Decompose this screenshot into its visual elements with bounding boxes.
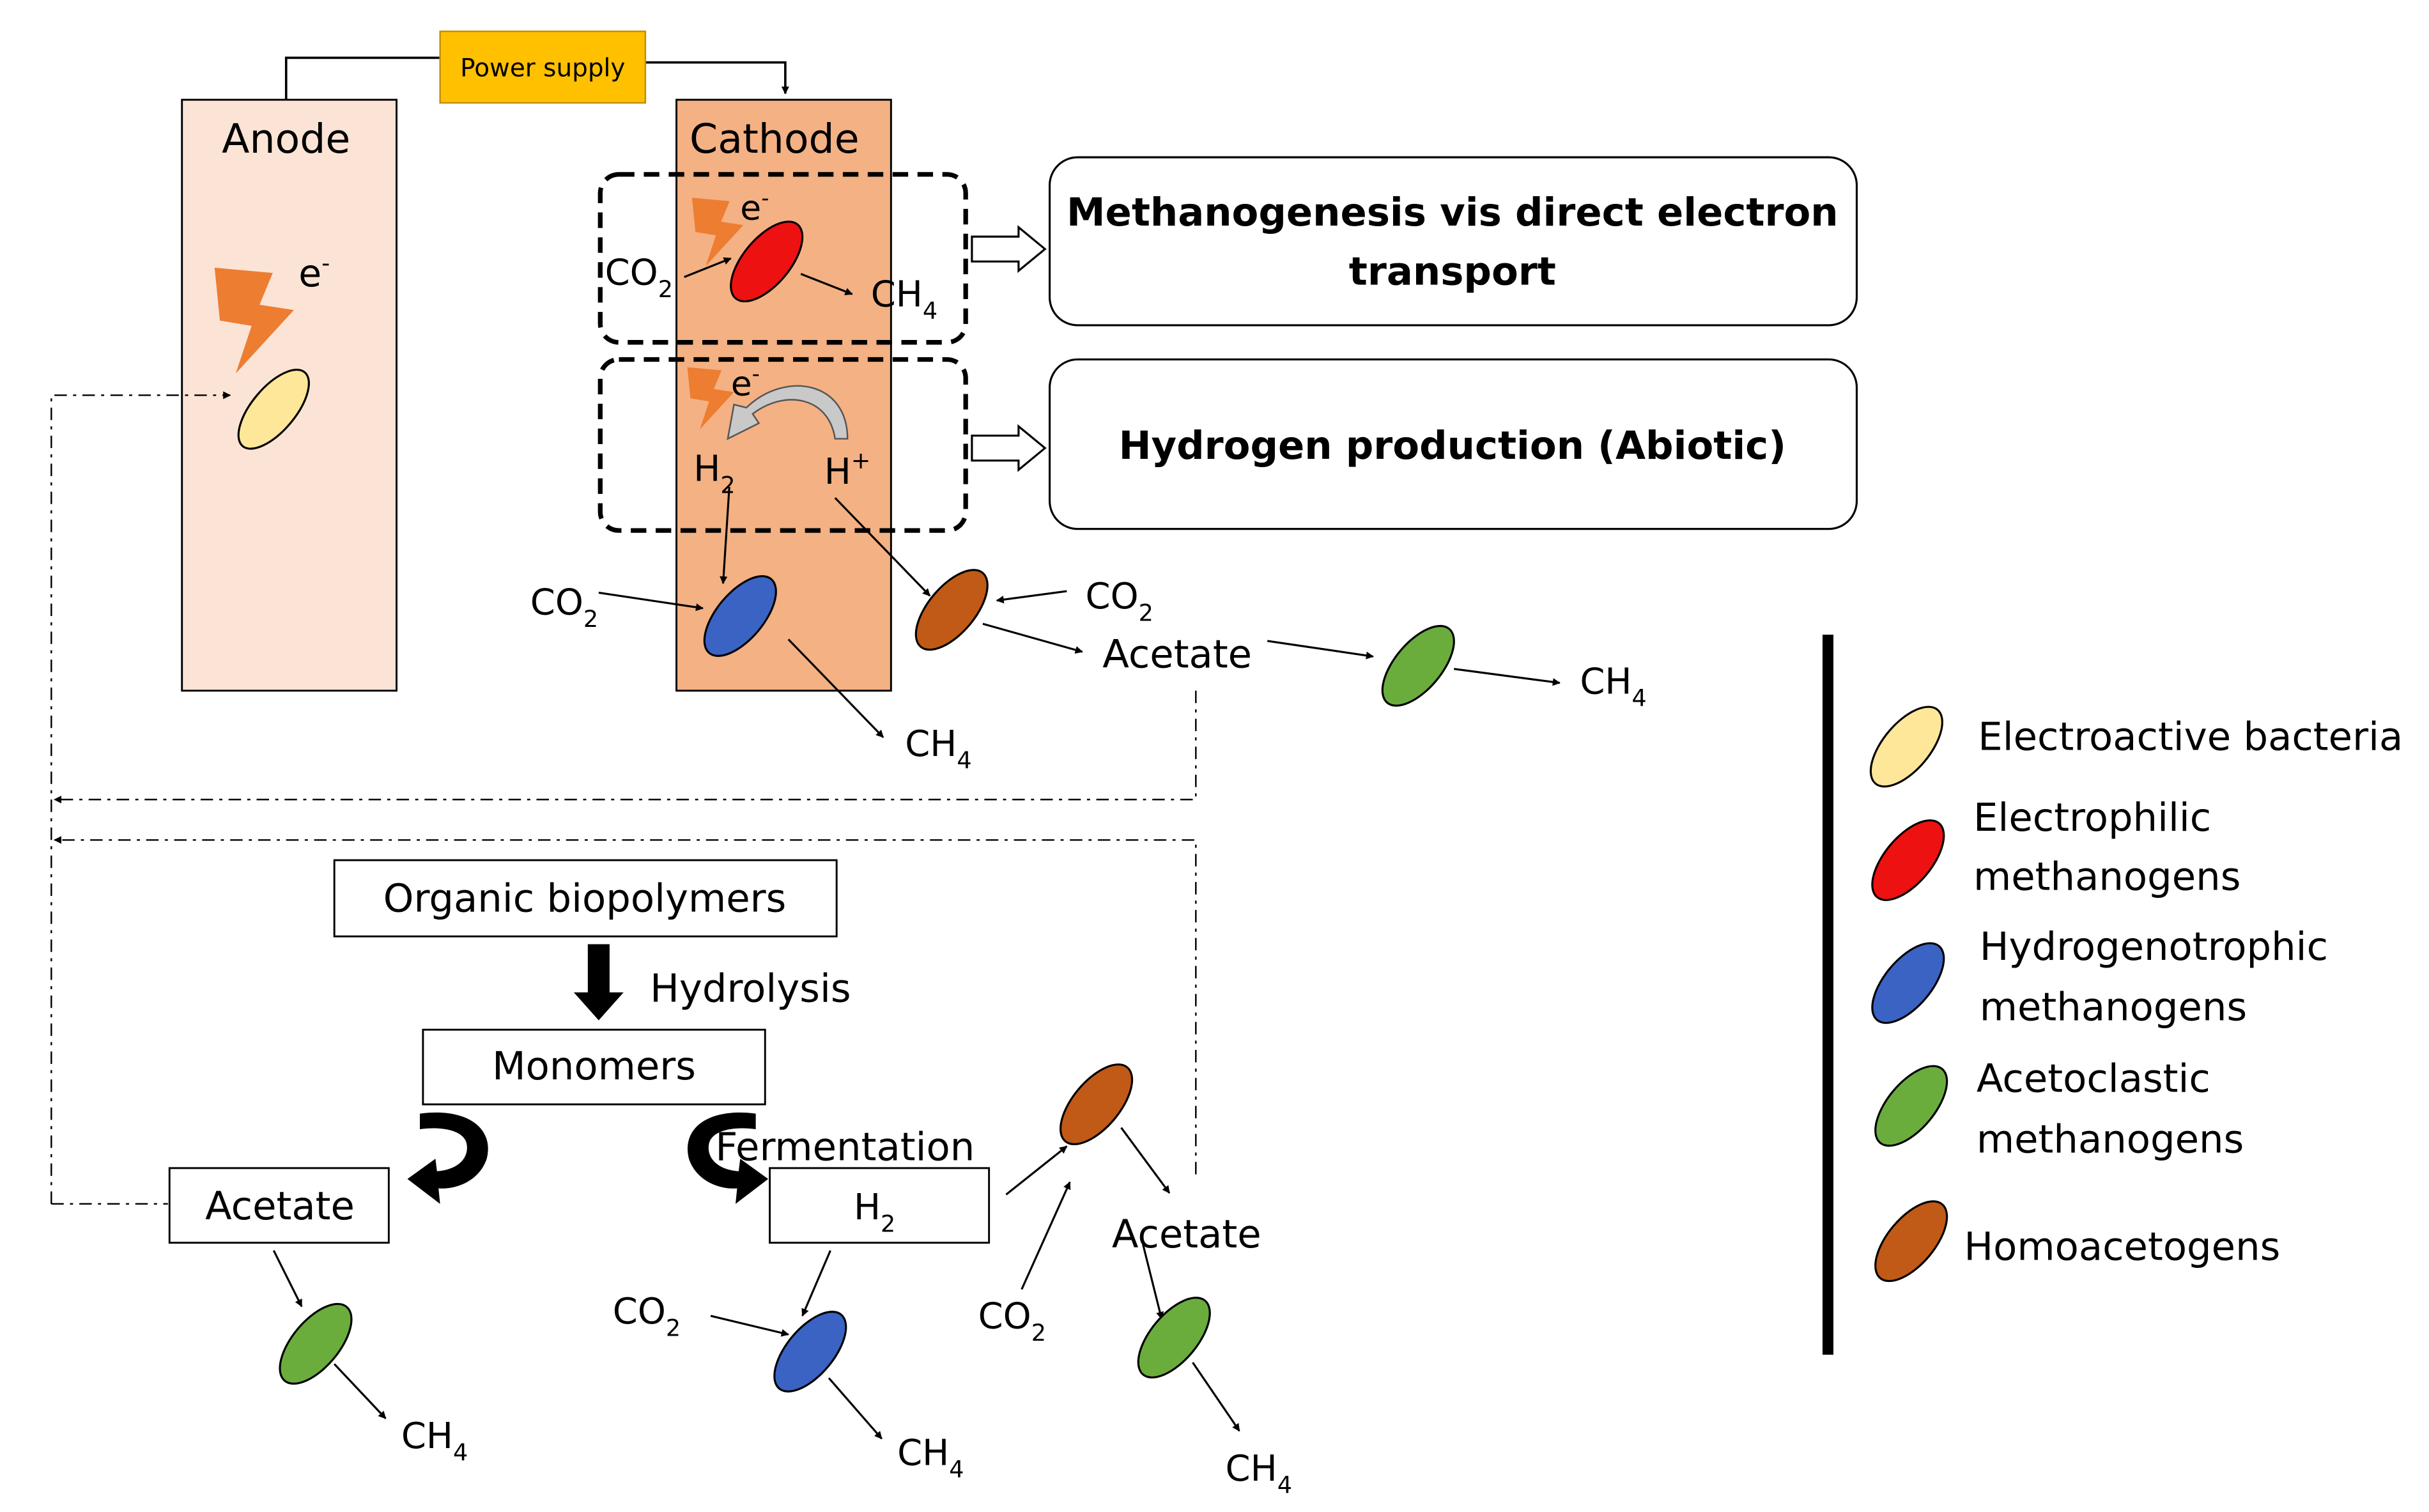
hollow-arrow-icon bbox=[971, 225, 1047, 274]
electron-label: e- bbox=[731, 362, 760, 404]
hydrogen-production-module: e- H2 H+ Hydrogen production (Abiotic) bbox=[598, 357, 1858, 533]
anode-electron: e- bbox=[298, 249, 330, 295]
power-supply-label: Power supply bbox=[460, 54, 625, 83]
svg-text:Electroactive bacteria: Electroactive bacteria bbox=[1978, 714, 2403, 759]
legend-item-electrophilic: Electrophilic methanogens bbox=[1871, 796, 2240, 901]
ch4-label: CH4 bbox=[1580, 661, 1646, 712]
h2-label: H2 bbox=[854, 1187, 895, 1237]
ch4-label: CH4 bbox=[905, 723, 971, 774]
acetate-label: Acetate bbox=[205, 1184, 355, 1229]
acetoclastic-methanogen-cell bbox=[1381, 624, 1455, 707]
homoacetogen-cell bbox=[914, 569, 989, 651]
ch4-label: CH4 bbox=[897, 1433, 964, 1483]
direct-electron-caption-line2: transport bbox=[1349, 250, 1556, 295]
svg-text:methanogens: methanogens bbox=[1980, 985, 2247, 1030]
recycle-lines bbox=[50, 391, 1197, 1205]
hydrogen-production-caption: Hydrogen production (Abiotic) bbox=[1119, 424, 1786, 468]
legend-item-electroactive: Electroactive bacteria bbox=[1869, 706, 2403, 788]
acetate-label: Acetate bbox=[1102, 632, 1252, 677]
cathode-lower-reactions: CO2 CH4 CO2 Acetate CH4 bbox=[530, 486, 1647, 774]
co2-label: CO2 bbox=[530, 582, 598, 633]
legend-item-homoacetogens: Homoacetogens bbox=[1874, 1200, 2280, 1283]
direct-electron-module: e- CO2 CH4 Methanogenesis vis direct ele… bbox=[598, 156, 1858, 345]
anode-electrode: Anode e- bbox=[181, 98, 397, 692]
down-arrow-icon bbox=[573, 944, 624, 1021]
power-supply-box bbox=[439, 30, 647, 104]
digestion-pathway: Organic biopolymers Hydrolysis Monomers … bbox=[168, 859, 1292, 1499]
hollow-arrow-icon bbox=[971, 424, 1047, 472]
ch4-label: CH4 bbox=[1226, 1448, 1292, 1499]
hydrogenotrophic-methanogen-cell bbox=[703, 575, 777, 657]
hydrolysis-label: Hydrolysis bbox=[650, 966, 851, 1011]
svg-text:methanogens: methanogens bbox=[1973, 854, 2240, 899]
svg-text:methanogens: methanogens bbox=[1977, 1118, 2244, 1162]
acetoclastic-methanogen-cell bbox=[1137, 1297, 1211, 1379]
monomers-label: Monomers bbox=[492, 1044, 696, 1089]
legend: Electroactive bacteria Electrophilic met… bbox=[1822, 635, 2403, 1355]
curved-arrow-icon bbox=[407, 1112, 488, 1204]
ch4-label: CH4 bbox=[401, 1416, 468, 1466]
co2-label: CO2 bbox=[613, 1291, 681, 1341]
co2-label: CO2 bbox=[605, 252, 673, 303]
curved-arrow-icon bbox=[687, 1112, 769, 1204]
electroactive-bacteria-cell bbox=[237, 368, 310, 450]
svg-text:Acetoclastic: Acetoclastic bbox=[1977, 1057, 2210, 1102]
anode-label: Anode bbox=[222, 115, 350, 162]
svg-text:Hydrogenotrophic: Hydrogenotrophic bbox=[1980, 925, 2328, 969]
svg-text:Homoacetogens: Homoacetogens bbox=[1964, 1224, 2280, 1269]
legend-item-acetoclastic: Acetoclastic methanogens bbox=[1874, 1057, 2244, 1162]
ch4-label: CH4 bbox=[871, 274, 937, 325]
cathode-label: Cathode bbox=[690, 115, 860, 162]
co2-label: CO2 bbox=[978, 1295, 1046, 1346]
acetoclastic-methanogen-cell bbox=[279, 1302, 353, 1385]
svg-text:Electrophilic: Electrophilic bbox=[1973, 796, 2211, 840]
organic-biopolymers-label: Organic biopolymers bbox=[383, 876, 787, 921]
co2-label: CO2 bbox=[1086, 576, 1153, 626]
acetate-label: Acetate bbox=[1112, 1212, 1261, 1257]
power-circuit: Power supply bbox=[284, 30, 789, 104]
legend-item-hydrogenotrophic: Hydrogenotrophic methanogens bbox=[1871, 925, 2328, 1030]
hplus-label: H+ bbox=[824, 447, 871, 493]
electrophilic-methanogen-cell bbox=[730, 220, 804, 303]
electron-label: e- bbox=[740, 186, 769, 228]
homoacetogen-cell bbox=[1060, 1063, 1134, 1146]
legend-divider bbox=[1822, 635, 1834, 1355]
fermentation-label: Fermentation bbox=[715, 1125, 975, 1170]
direct-electron-caption-line1: Methanogenesis vis direct electron bbox=[1067, 190, 1839, 235]
hydrogenotrophic-methanogen-cell bbox=[773, 1311, 847, 1392]
h2-label: H2 bbox=[693, 448, 735, 498]
